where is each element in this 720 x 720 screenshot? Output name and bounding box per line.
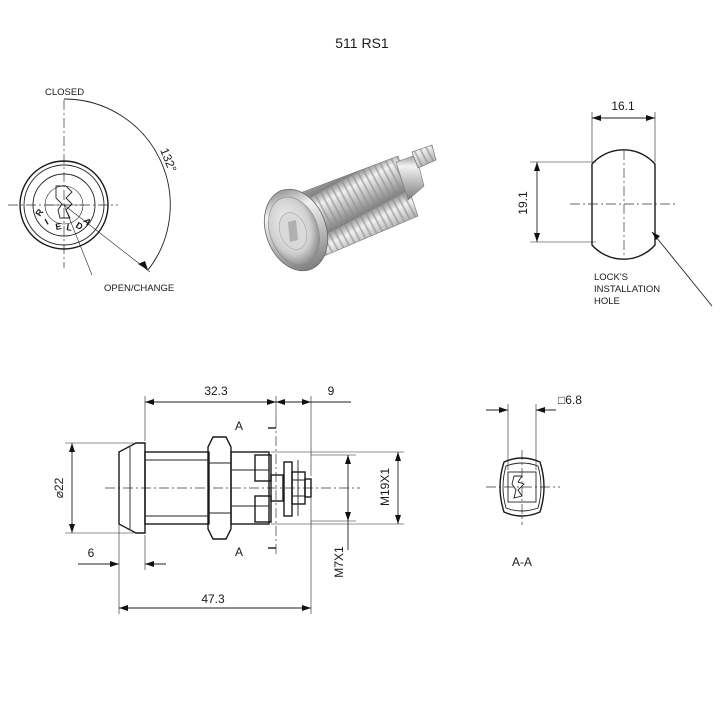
closed-label: CLOSED xyxy=(45,87,84,98)
hole-callout-line-2: INSTALLATION xyxy=(594,284,660,295)
hole-width-label: 16.1 xyxy=(611,99,635,113)
face-letter-r: R xyxy=(33,207,45,218)
body-thread-label: M19X1 xyxy=(378,468,392,506)
face-letter-d: D xyxy=(74,220,85,232)
section-caption: A-A xyxy=(512,555,532,569)
cam-length-label: 9 xyxy=(328,384,335,398)
open-change-label: OPEN/CHANGE xyxy=(104,283,174,294)
side-view: A A 32.3 9 ⌀22 xyxy=(52,384,404,614)
section-view: □6.8 A-A xyxy=(486,393,582,569)
flange-thickness-label: 6 xyxy=(88,546,95,560)
face-letter-a: A xyxy=(81,216,93,228)
face-letter-i: I xyxy=(43,217,50,227)
section-marker-bottom: A xyxy=(235,545,243,559)
screw-thread-label: M7X1 xyxy=(332,546,346,578)
square-size-label: □6.8 xyxy=(558,393,582,407)
hole-height-label: 19.1 xyxy=(516,191,530,215)
total-length-label: 47.3 xyxy=(201,592,225,606)
section-marker-top: A xyxy=(235,419,243,433)
face-letter-e: E xyxy=(55,221,63,232)
hole-callout-line-3: HOLE xyxy=(594,296,620,307)
diameter-label: ⌀22 xyxy=(52,477,66,498)
drawing-title: 511 RS1 xyxy=(335,35,389,51)
hole-view: 16.1 19.1 LOCK'S INSTALLATION HOLE xyxy=(516,99,713,307)
lock-render xyxy=(263,144,437,272)
front-view: R I E L D A CLOSED OPEN/CHANGE 132° xyxy=(8,87,180,294)
face-letter-l: L xyxy=(66,222,74,233)
body-length-label: 32.3 xyxy=(204,384,228,398)
hole-callout-line-1: LOCK'S xyxy=(594,272,628,283)
